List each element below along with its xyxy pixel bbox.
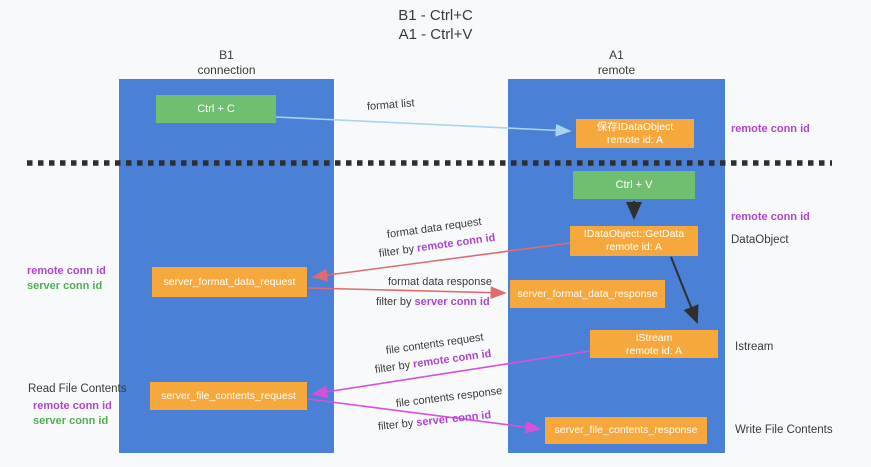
label-remote-conn-id-bottom-left: remote conn id [33, 400, 112, 412]
node-getdata-line2: remote id: A [605, 241, 663, 253]
filter-prefix: filter by [378, 242, 418, 260]
node-file-request-label: server_file_contents_request [161, 390, 296, 402]
label-filter-server-conn-2: filter by server conn id [377, 409, 491, 433]
node-ctrl-c: Ctrl + C [156, 95, 276, 123]
node-server-file-contents-response: server_file_contents_response [545, 417, 707, 444]
filter-prefix: filter by [377, 417, 417, 433]
label-remote-conn-id-top-right: remote conn id [731, 123, 810, 135]
node-server-file-contents-request: server_file_contents_request [150, 382, 307, 410]
node-idataobject-getdata: IDataObject::GetData remote id: A [570, 226, 698, 256]
lane-a1-title: A1 [609, 48, 624, 62]
node-server-format-data-request: server_format_data_request [152, 267, 307, 297]
filter-prefix: filter by [374, 358, 414, 376]
lane-a1-subtitle: remote [597, 62, 636, 77]
node-file-response-label: server_file_contents_response [554, 424, 698, 436]
label-remote-conn-id-mid-left: remote conn id [27, 265, 106, 277]
node-format-request-label: server_format_data_request [163, 276, 296, 288]
node-getdata-line1: IDataObject::GetData [583, 228, 685, 240]
title-line-2: A1 - Ctrl+V [398, 26, 473, 43]
label-server-conn-id-bottom-left: server conn id [33, 415, 109, 427]
label-istream: Istream [735, 341, 774, 353]
title-line-1: B1 - Ctrl+C [398, 7, 473, 24]
arrow-format-data-response [307, 286, 507, 300]
node-istream-line1: IStream [635, 332, 673, 344]
lane-b1-subtitle: connection [197, 62, 256, 77]
label-read-file-contents: Read File Contents [28, 383, 127, 395]
diagram-title: B1 - Ctrl+C A1 - Ctrl+V [13, 6, 858, 44]
node-save-dataobject: 保存IDataObject remote id: A [576, 119, 694, 148]
label-write-file-contents: Write File Contents [735, 424, 833, 436]
label-left-conn-ids-mid: remote conn id server conn id [27, 264, 106, 294]
node-ctrl-v-label: Ctrl + V [615, 179, 653, 191]
label-left-conn-ids-bottom: remote conn id server conn id [33, 399, 112, 429]
label-filter-server-conn-1: filter by server conn id [376, 296, 490, 308]
label-format-list: format list [366, 97, 416, 113]
filter-prefix: filter by [376, 296, 415, 308]
label-server-conn-id-mid-left: server conn id [27, 280, 103, 292]
node-save-dataobject-line2: remote id: A [606, 134, 664, 146]
node-istream-line2: remote id: A [625, 345, 683, 357]
lane-header-a1: A1 remote [508, 48, 725, 77]
node-istream: IStream remote id: A [590, 330, 718, 358]
node-ctrl-c-label: Ctrl + C [197, 103, 235, 115]
filter-key: server conn id [414, 296, 490, 308]
label-format-data-response: format data response [388, 276, 492, 288]
node-server-format-data-response: server_format_data_response [510, 280, 665, 308]
lane-b1-title: B1 [219, 48, 234, 62]
node-ctrl-v: Ctrl + V [573, 171, 695, 199]
filter-key: server conn id [415, 409, 492, 429]
lane-header-b1: B1 connection [119, 48, 334, 77]
label-remote-conn-id-mid-right: remote conn id [731, 211, 810, 223]
label-dataobject: DataObject [731, 234, 789, 246]
node-format-response-label: server_format_data_response [517, 288, 658, 300]
label-file-contents-response: file contents response [395, 385, 503, 410]
node-save-dataobject-line1: 保存IDataObject [596, 121, 674, 133]
